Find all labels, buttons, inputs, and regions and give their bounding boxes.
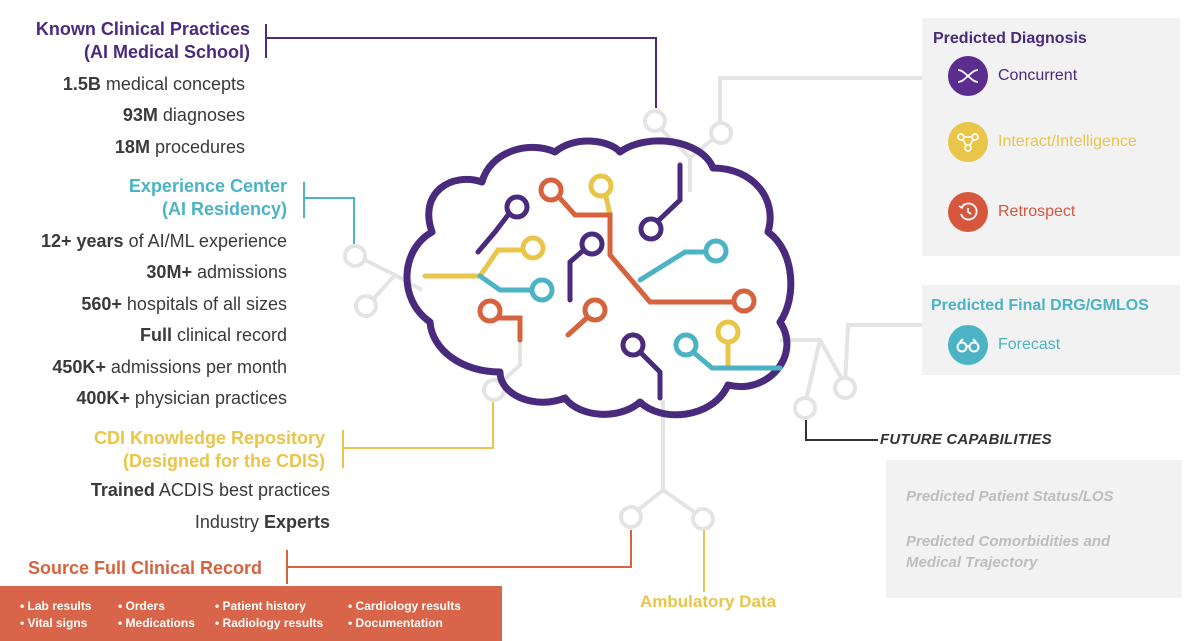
predicted-drg-panel: Predicted Final DRG/GMLOS Forecast <box>922 285 1180 375</box>
source-item: • Patient history <box>215 599 306 613</box>
known-title-line1: Known Clinical Practices <box>35 19 250 39</box>
experience-stat-2: 30M+ admissions <box>146 261 287 283</box>
future-item: Predicted Comorbidities and <box>906 533 1111 550</box>
source-item: • Medications <box>118 616 195 630</box>
capability-label: Forecast <box>998 336 1061 353</box>
item-label: Experts <box>258 512 330 532</box>
cdi-title-line1: CDI Knowledge Repository <box>93 428 325 448</box>
stat-value: 12+ years <box>40 231 124 251</box>
capability-label: Interact/Intelligence <box>998 133 1137 150</box>
cdi-item-1: Trained ACDIS best practices <box>91 479 330 501</box>
brain-inner-circuits <box>422 162 783 401</box>
stat-value: 560+ <box>81 294 122 314</box>
stat-value: 30M+ <box>146 262 192 282</box>
capability-label: Concurrent <box>998 67 1078 84</box>
future-item: Medical Trajectory <box>906 554 1038 571</box>
item-value: Industry <box>194 512 259 532</box>
experience-title: Experience Center (AI Residency) <box>0 175 287 221</box>
capability-forecast: Forecast <box>948 325 1060 365</box>
future-capabilities-title: FUTURE CAPABILITIES <box>880 431 1052 448</box>
crossing-arrows-icon <box>948 56 988 96</box>
capability-retrospect: Retrospect <box>948 192 1075 232</box>
stat-value: 93M <box>122 105 158 125</box>
known-stat-3: 18M procedures <box>115 136 245 158</box>
stat-value: 18M <box>114 137 150 157</box>
source-title: Source Full Clinical Record <box>28 558 263 578</box>
stat-label: diagnoses <box>157 105 245 125</box>
connector-lines <box>265 24 878 592</box>
capability-concurrent: Concurrent <box>948 56 1077 96</box>
predicted-diagnosis-panel: Predicted Diagnosis Concurrent Interact/… <box>922 18 1180 256</box>
predicted-diagnosis-title: Predicted Diagnosis <box>933 30 1087 47</box>
capability-label: Retrospect <box>998 203 1076 220</box>
source-item: • Orders <box>118 599 165 613</box>
known-title: Known Clinical Practices (AI Medical Sch… <box>0 18 250 64</box>
stat-value: 450K+ <box>52 357 106 377</box>
experience-stat-5: 450K+ admissions per month <box>52 356 287 378</box>
experience-stat-1: 12+ years of AI/ML experience <box>41 230 287 252</box>
ambulatory-title: Ambulatory Data <box>640 592 777 611</box>
source-item: • Vital signs <box>20 616 88 630</box>
source-item: • Documentation <box>348 616 443 630</box>
stat-label: hospitals of all sizes <box>121 294 287 314</box>
source-item: • Lab results <box>20 599 92 613</box>
stat-label: medical concepts <box>100 74 245 94</box>
experience-stat-4: Full clinical record <box>140 324 287 346</box>
stat-label: of AI/ML experience <box>123 231 287 251</box>
stat-label: admissions per month <box>105 357 287 377</box>
predicted-drg-title: Predicted Final DRG/GMLOS <box>931 297 1149 314</box>
capability-interact-intelligence: Interact/Intelligence <box>948 122 1137 162</box>
brain-outline <box>403 137 795 419</box>
known-stat-1: 1.5B medical concepts <box>63 73 245 95</box>
future-capabilities-panel: Predicted Patient Status/LOS Predicted C… <box>886 460 1182 598</box>
known-title-line2: (AI Medical School) <box>83 42 250 62</box>
source-items-box: • Lab results • Orders • Patient history… <box>0 586 502 641</box>
stat-label: clinical record <box>171 325 287 345</box>
stat-label: physician practices <box>129 388 287 408</box>
gray-circuit-traces <box>343 76 922 531</box>
stat-value: 400K+ <box>76 388 130 408</box>
binoculars-icon <box>948 325 988 365</box>
known-stat-2: 93M diagnoses <box>123 104 245 126</box>
network-icon <box>948 122 988 162</box>
experience-title-line1: Experience Center <box>128 176 287 196</box>
history-clock-icon <box>948 192 988 232</box>
item-label: ACDIS best practices <box>154 480 330 500</box>
stat-label: procedures <box>149 137 245 157</box>
cdi-item-2: Industry Experts <box>195 511 330 533</box>
cdi-title: CDI Knowledge Repository (Designed for t… <box>5 427 325 473</box>
item-value: Trained <box>90 480 155 500</box>
stat-value: Full <box>139 325 172 345</box>
experience-stat-6: 400K+ physician practices <box>76 387 287 409</box>
experience-title-line2: (AI Residency) <box>161 199 287 219</box>
stat-label: admissions <box>191 262 287 282</box>
experience-stat-3: 560+ hospitals of all sizes <box>81 293 287 315</box>
stat-value: 1.5B <box>62 74 101 94</box>
cdi-title-line2: (Designed for the CDIS) <box>122 451 325 471</box>
source-item: • Cardiology results <box>348 599 461 613</box>
source-item: • Radiology results <box>215 616 324 630</box>
future-item: Predicted Patient Status/LOS <box>906 488 1114 505</box>
